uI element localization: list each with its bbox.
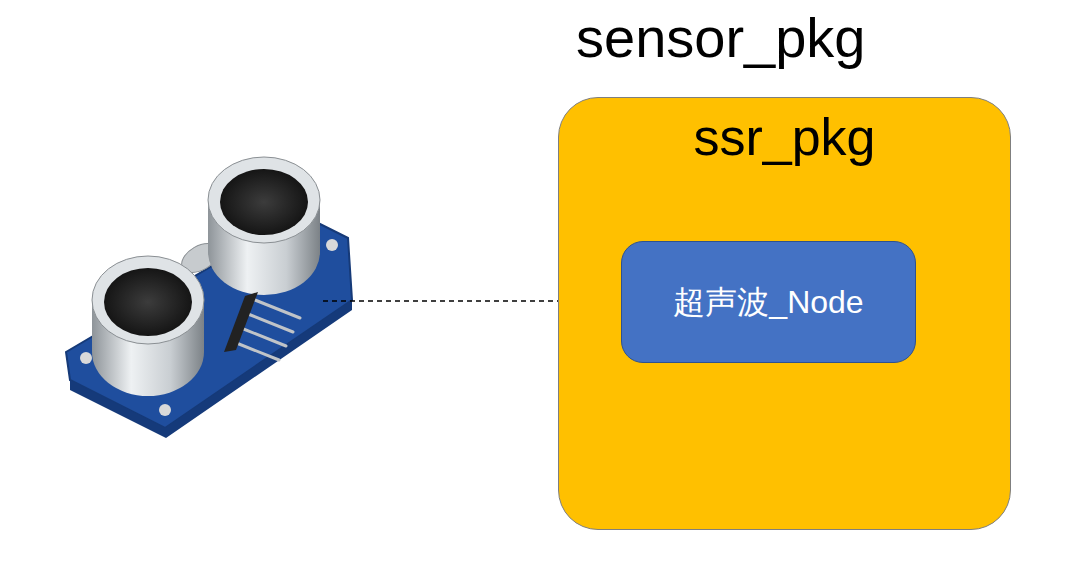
pin-header-block bbox=[224, 292, 258, 352]
transducer-right bbox=[208, 157, 320, 295]
transducer-left bbox=[92, 256, 204, 396]
node-label: 超声波_Node bbox=[673, 284, 863, 321]
package-box: ssr_pkg 超声波_Node bbox=[558, 97, 1011, 530]
node-label: ssr_pkg bbox=[559, 108, 1010, 168]
node-box: 超声波_Node bbox=[621, 241, 916, 363]
diagram-title: sensor_pkg bbox=[576, 6, 866, 70]
